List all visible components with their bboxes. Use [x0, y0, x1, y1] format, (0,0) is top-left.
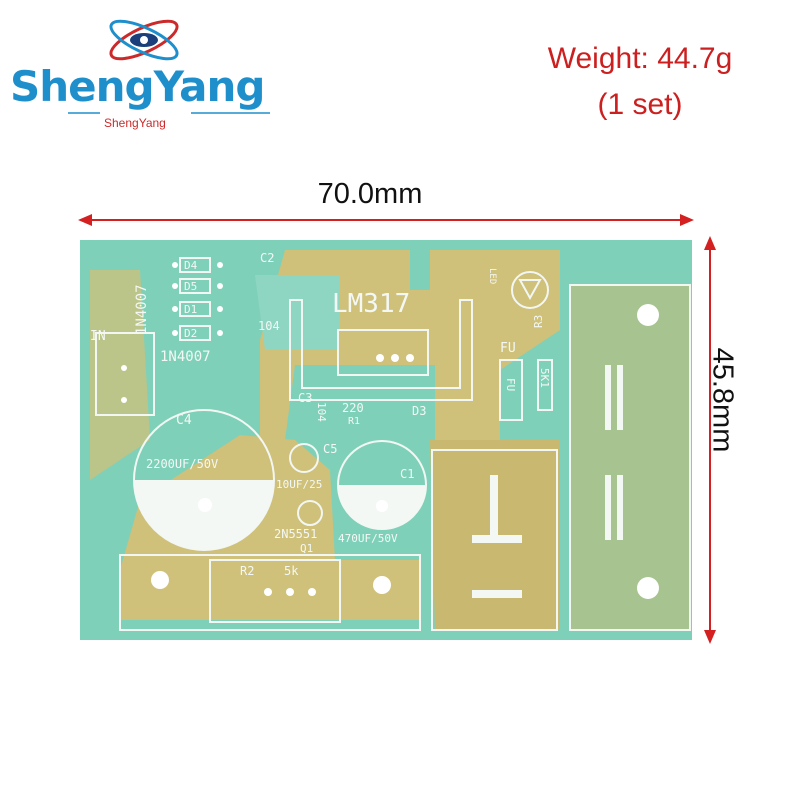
c2-label: C2	[260, 251, 274, 265]
r2-value-label: 5k	[284, 564, 299, 578]
diode-type-top-label: 1N4007	[134, 284, 150, 335]
width-dimension-arrow-icon	[78, 214, 694, 226]
c3-label: C3	[298, 391, 312, 405]
q1-label: Q1	[300, 542, 313, 555]
q1-type-label: 2N5551	[274, 527, 317, 541]
d5-label: D5	[184, 280, 197, 293]
c5-label: C5	[323, 442, 337, 456]
r3-label: R3	[532, 315, 545, 328]
c4-value-label: 2200UF/50V	[146, 457, 218, 471]
input-label: IN	[90, 329, 106, 344]
fuse-part-label: FU	[504, 378, 517, 391]
height-dimension-arrow-icon	[704, 236, 716, 644]
width-dimension-label: 70.0mm	[317, 178, 423, 210]
brand-subtitle: ShengYang	[104, 116, 166, 130]
c4-label: C4	[176, 413, 192, 428]
c1-label: C1	[400, 467, 414, 481]
c5-value-label: 10UF/25	[276, 478, 322, 491]
c2-value-label: 104	[258, 319, 280, 333]
chip-label: LM317	[332, 289, 410, 319]
r1-value-label: 220	[342, 401, 364, 415]
pcb-board: LM317 D4 D5 D1 D2 1N4007 1N4007 IN C2 10…	[80, 240, 692, 640]
d4-label: D4	[184, 259, 198, 272]
brand-name: ShengYang	[10, 62, 265, 111]
c1-value-label: 470UF/50V	[338, 532, 398, 545]
d1-label: D1	[184, 303, 197, 316]
diode-type-bottom-label: 1N4007	[160, 349, 211, 365]
height-dimension-label: 45.8mm	[706, 347, 739, 453]
led-label: LED	[487, 268, 497, 284]
fuse-label: FU	[500, 341, 516, 356]
weight-label: Weight: 44.7g	[547, 42, 733, 75]
c3-value-label: 104	[315, 402, 328, 422]
d3-label: D3	[412, 404, 426, 418]
r1-label: R1	[348, 416, 360, 427]
d2-label: D2	[184, 327, 197, 340]
r3-value-label: 5K1	[538, 368, 551, 388]
shengyang-logo-icon	[68, 19, 270, 114]
set-label: (1 set)	[597, 88, 683, 121]
r2-label: R2	[240, 564, 254, 578]
